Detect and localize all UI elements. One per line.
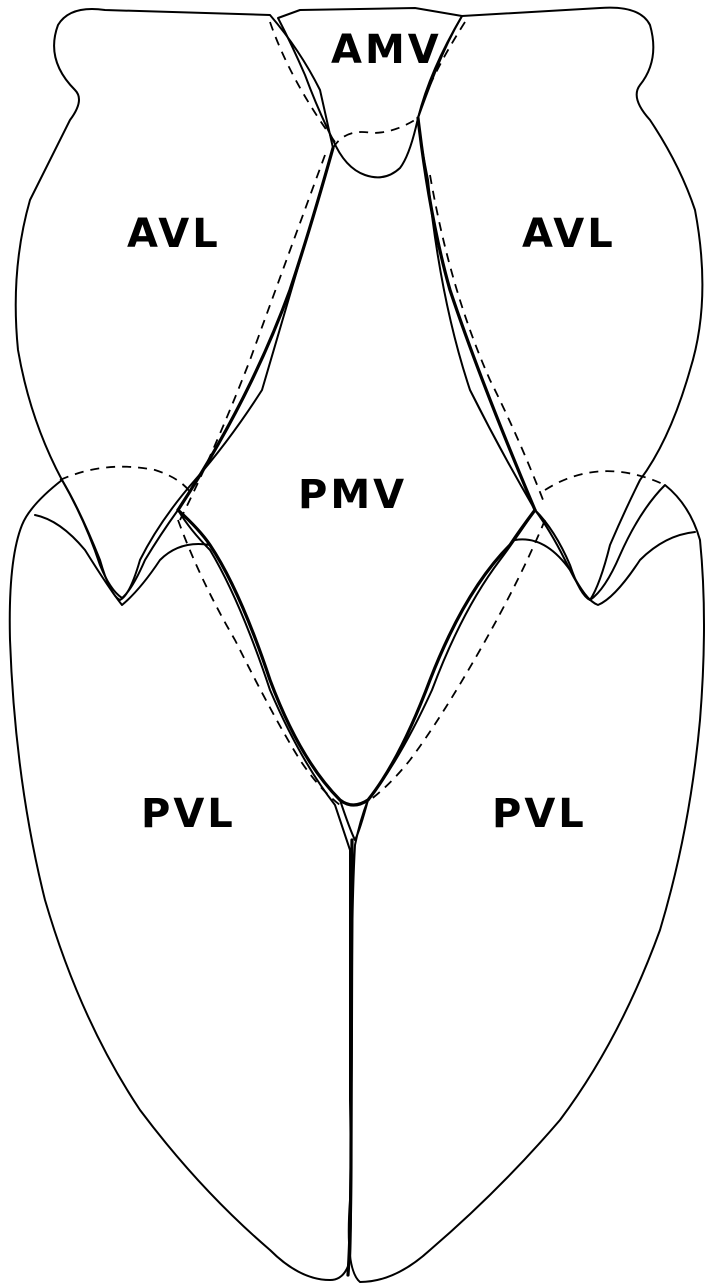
label-amv: AMV <box>331 27 442 73</box>
plate-avl-right <box>418 8 702 600</box>
plate-avl-left <box>16 9 333 600</box>
label-pmv: PMV <box>298 472 407 518</box>
label-pvl-left: PVL <box>141 791 236 837</box>
label-pvl-right: PVL <box>492 791 587 837</box>
label-avl-left: AVL <box>127 211 221 257</box>
label-avl-right: AVL <box>522 211 616 257</box>
plate-pvl-right <box>349 485 704 1282</box>
plate-pvl-left <box>10 480 351 1280</box>
